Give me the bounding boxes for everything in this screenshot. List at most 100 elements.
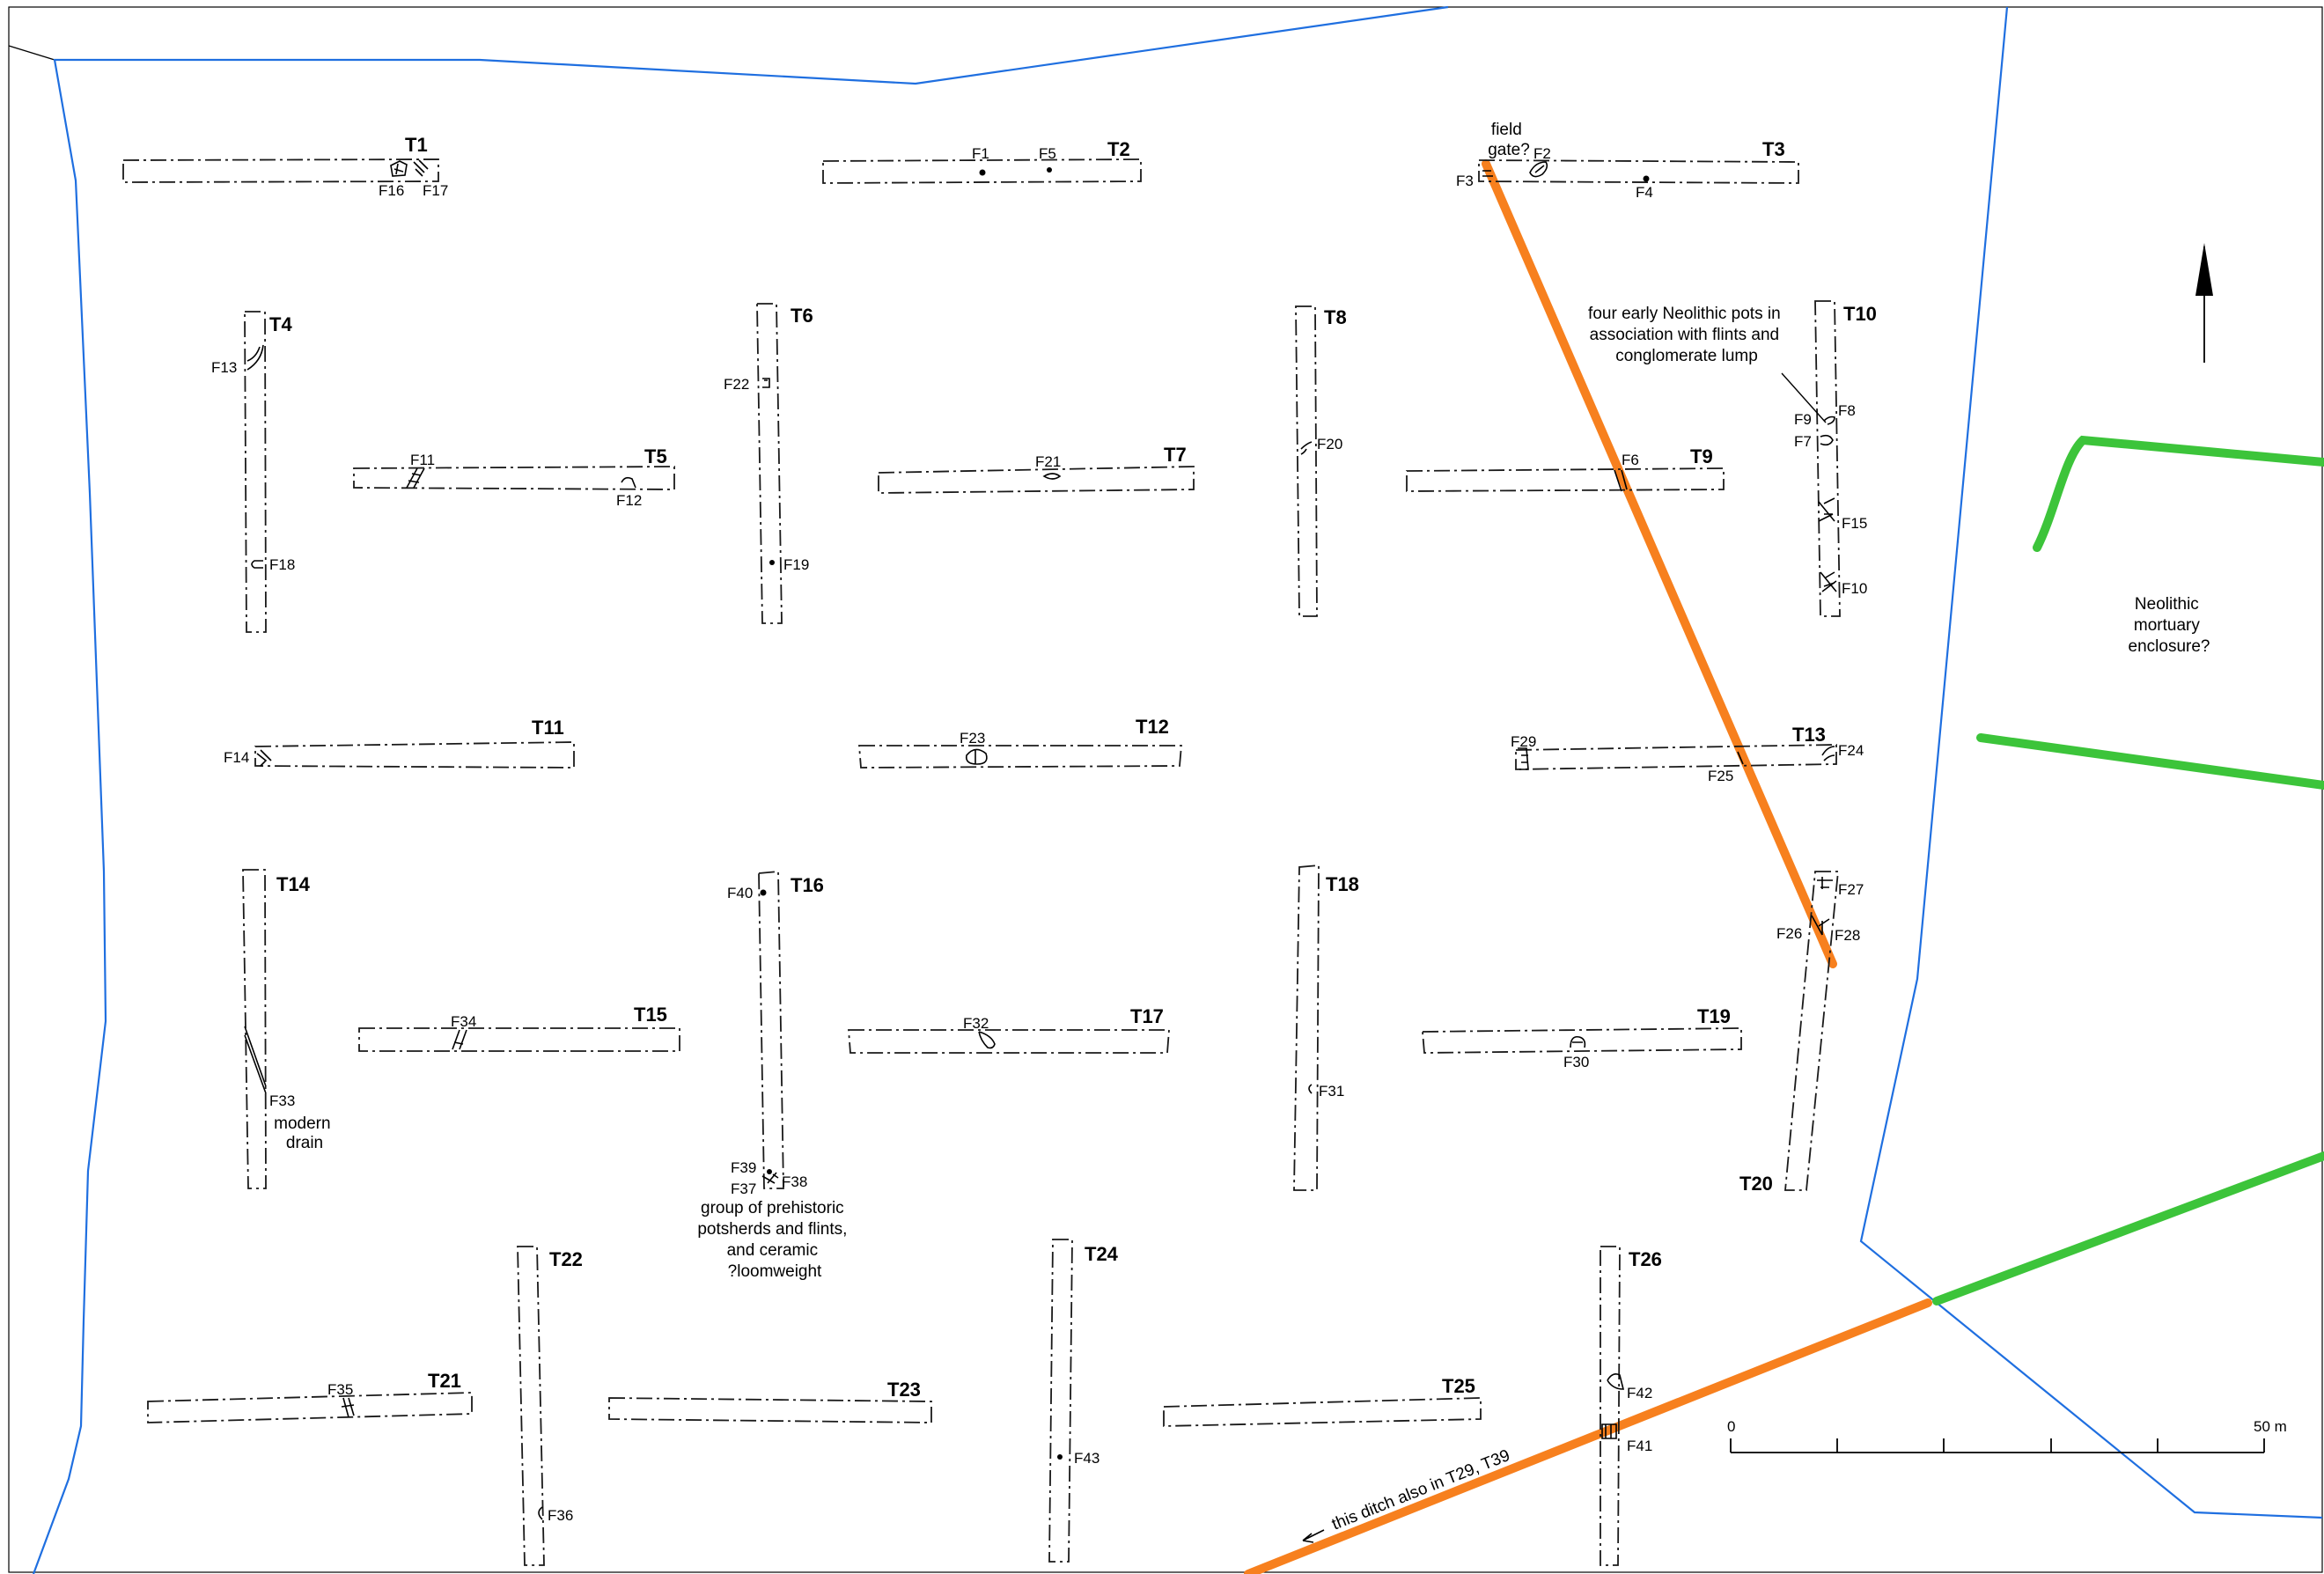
- feature-label-f11: F11: [410, 452, 435, 468]
- ditch-green-southeast: [1932, 1151, 2324, 1306]
- trench-label-t8: T8: [1324, 306, 1347, 328]
- field-boundary-east: [1859, 6, 2323, 1519]
- feature-label-f18: F18: [269, 556, 295, 573]
- north-arrow-icon: [2195, 243, 2213, 363]
- frame-corner-line: [8, 45, 55, 61]
- feature-label-f5: F5: [1039, 145, 1056, 162]
- trench-t3: [1478, 159, 1799, 184]
- feature-label-f27: F27: [1838, 881, 1864, 898]
- feature-f29-shape: [1518, 747, 1529, 770]
- note-modern-drain-line-2: drain: [286, 1134, 323, 1152]
- feature-f6-shape: [1614, 469, 1628, 492]
- feature-label-f34: F34: [451, 1013, 476, 1030]
- trench-label-t18: T18: [1326, 873, 1359, 895]
- feature-f20-shape: [1300, 441, 1313, 455]
- trench-label-t3: T3: [1762, 138, 1785, 160]
- feature-label-f37: F37: [731, 1180, 756, 1197]
- trench-label-t13: T13: [1792, 724, 1826, 746]
- trench-label-t16: T16: [791, 874, 824, 896]
- feature-f16-shape: [390, 160, 408, 177]
- ditch-green-mortuary-south: [1976, 733, 2324, 790]
- note-mortuary-line-2: mortuary: [2134, 616, 2200, 635]
- trench-t9: [1406, 467, 1725, 492]
- feature-f4-dot: [1643, 175, 1650, 182]
- trench-t22: [517, 1246, 545, 1566]
- trench-labels: T1 T2 T3 T4 T5 T6 T7 T8 T9 T10 T11 T12 T…: [269, 134, 1877, 1401]
- feature-f7-shape: [1820, 434, 1834, 446]
- trench-label-t4: T4: [269, 313, 292, 335]
- feature-f3-shape: [1482, 170, 1493, 177]
- feature-f27-shape: [1817, 877, 1833, 889]
- trench-t17: [848, 1029, 1170, 1054]
- feature-f21-shape: [1042, 473, 1062, 480]
- feature-label-f40: F40: [727, 885, 753, 901]
- feature-f26-f28-shape: [1811, 915, 1830, 936]
- scale-end-label: 50 m: [2254, 1418, 2287, 1435]
- trench-label-t26: T26: [1629, 1248, 1662, 1270]
- feature-f33-drain: [244, 1026, 267, 1094]
- feature-label-f36: F36: [548, 1507, 573, 1524]
- feature-f13-shape: [246, 344, 264, 371]
- feature-label-f1: F1: [972, 145, 989, 162]
- note-mortuary-line-1: Neolithic: [2135, 595, 2199, 614]
- feature-f18-shape: [251, 560, 263, 569]
- trench-t4: [244, 311, 267, 633]
- feature-f32-shape: [978, 1031, 996, 1049]
- trench-label-t10: T10: [1843, 303, 1877, 325]
- trench-label-t19: T19: [1697, 1005, 1731, 1027]
- trench-t8: [1295, 305, 1318, 617]
- note-prehistoric-line-4: ?loomweight: [728, 1262, 822, 1281]
- feature-f42-shape: [1607, 1373, 1625, 1390]
- feature-label-f25: F25: [1708, 768, 1733, 784]
- feature-label-f35: F35: [327, 1381, 353, 1398]
- trench-t18: [1293, 864, 1320, 1191]
- trench-t14: [242, 869, 267, 1189]
- feature-f41-shape: [1601, 1423, 1617, 1439]
- feature-label-f6: F6: [1622, 452, 1639, 468]
- feature-label-f38: F38: [782, 1173, 807, 1190]
- feature-label-f42: F42: [1627, 1385, 1652, 1401]
- note-neolithic-pots-line-3: conglomerate lump: [1615, 347, 1758, 365]
- ditch-orange-north: [1482, 159, 1837, 968]
- trench-t2: [822, 158, 1142, 184]
- feature-label-f7: F7: [1794, 433, 1812, 450]
- note-prehistoric-group: group of prehistoric potsherds and flint…: [697, 1199, 851, 1281]
- ditch-green-mortuary-north: [2033, 435, 2324, 552]
- trench-t11: [254, 741, 575, 769]
- note-field-gate-line-2: gate?: [1488, 141, 1530, 159]
- feature-label-f16: F16: [379, 182, 404, 199]
- feature-sketches: [244, 159, 1837, 1520]
- ditch-note-arrow: [1302, 1529, 1325, 1543]
- feature-f35-shape: [341, 1397, 355, 1418]
- trench-label-t17: T17: [1130, 1005, 1164, 1027]
- feature-f19-dot: [769, 560, 775, 565]
- field-boundary-west-north: [32, 5, 1449, 1574]
- ditch-orange-south: [1244, 1298, 1932, 1574]
- trench-label-t11: T11: [532, 717, 564, 739]
- note-prehistoric-line-2: potsherds and flints,: [697, 1220, 847, 1239]
- feature-label-f33: F33: [269, 1092, 295, 1109]
- feature-label-f28: F28: [1835, 927, 1860, 944]
- feature-label-f26: F26: [1776, 925, 1802, 942]
- trench-label-t20: T20: [1739, 1173, 1773, 1195]
- feature-label-f32: F32: [963, 1015, 989, 1032]
- feature-label-f21: F21: [1035, 453, 1061, 470]
- feature-label-f23: F23: [960, 730, 985, 747]
- trench-label-t7: T7: [1164, 444, 1187, 466]
- feature-label-f41: F41: [1627, 1438, 1652, 1454]
- feature-label-f43: F43: [1074, 1450, 1099, 1467]
- feature-f2-shape: [1529, 161, 1548, 178]
- feature-f12-shape: [621, 476, 636, 489]
- feature-f17-shape: [413, 159, 429, 177]
- note-prehistoric-line-1: group of prehistoric: [701, 1199, 844, 1217]
- feature-f15-shape: [1818, 497, 1835, 522]
- feature-label-f30: F30: [1563, 1054, 1589, 1070]
- trench-t1: [122, 158, 439, 183]
- trench-label-t5: T5: [644, 445, 667, 467]
- trench-t12: [858, 745, 1182, 769]
- feature-f43-dot: [1057, 1454, 1063, 1460]
- feature-label-f24: F24: [1838, 742, 1864, 759]
- feature-f25-shape: [1737, 751, 1744, 765]
- trench-label-t9: T9: [1690, 445, 1713, 467]
